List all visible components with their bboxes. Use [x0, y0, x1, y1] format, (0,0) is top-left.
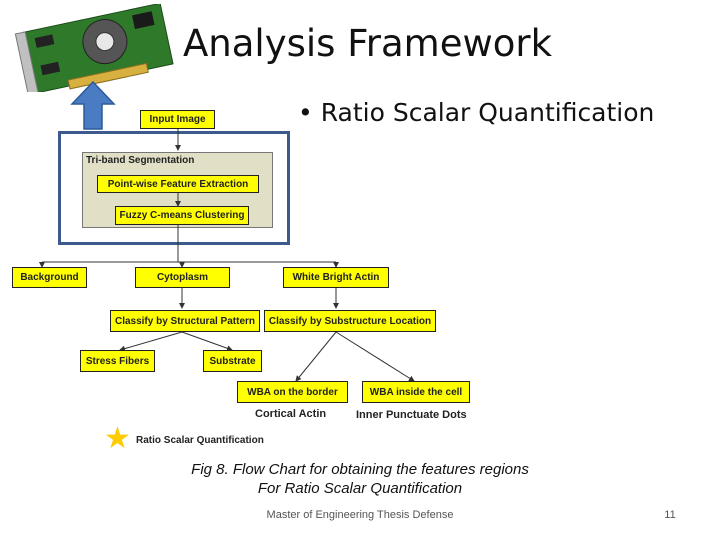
input-image-box: Input Image: [140, 110, 215, 129]
footer-text: Master of Engineering Thesis Defense: [266, 509, 454, 521]
slide-title: Analysis Framework: [183, 22, 553, 65]
graphics-card-image: [14, 4, 174, 92]
legend-label: Ratio Scalar Quantification: [136, 435, 264, 446]
star-icon: ★: [104, 422, 131, 455]
classify-structural-pattern-box: Classify by Structural Pattern: [110, 310, 260, 332]
classify-substructure-location-box: Classify by Substructure Location: [264, 310, 436, 332]
caption-line-1: Fig 8. Flow Chart for obtaining the feat…: [191, 461, 529, 478]
wba-border-box: WBA on the border: [237, 381, 348, 403]
bullet-item: • Ratio Scalar Quantification: [298, 98, 655, 127]
up-arrow-icon: [70, 80, 116, 130]
wba-inside-box: WBA inside the cell: [362, 381, 470, 403]
figure-caption: Fig 8. Flow Chart for obtaining the feat…: [100, 460, 620, 498]
caption-line-2: For Ratio Scalar Quantification: [257, 480, 463, 497]
background-box: Background: [12, 267, 87, 288]
triband-segmentation-label: Tri-band Segmentation: [86, 155, 195, 166]
substrate-box: Substrate: [203, 350, 262, 372]
inner-punctuate-dots-label: Inner Punctuate Dots: [356, 409, 467, 421]
white-bright-actin-box: White Bright Actin: [283, 267, 389, 288]
cortical-actin-label: Cortical Actin: [255, 408, 327, 420]
fuzzy-cmeans-clustering-box: Fuzzy C-means Clustering: [115, 206, 249, 225]
page-number: 11: [664, 509, 676, 521]
pointwise-feature-extraction-box: Point-wise Feature Extraction: [97, 175, 259, 193]
cytoplasm-box: Cytoplasm: [135, 267, 230, 288]
bullet-text: Ratio Scalar Quantification: [320, 98, 655, 127]
stress-fibers-box: Stress Fibers: [80, 350, 155, 372]
